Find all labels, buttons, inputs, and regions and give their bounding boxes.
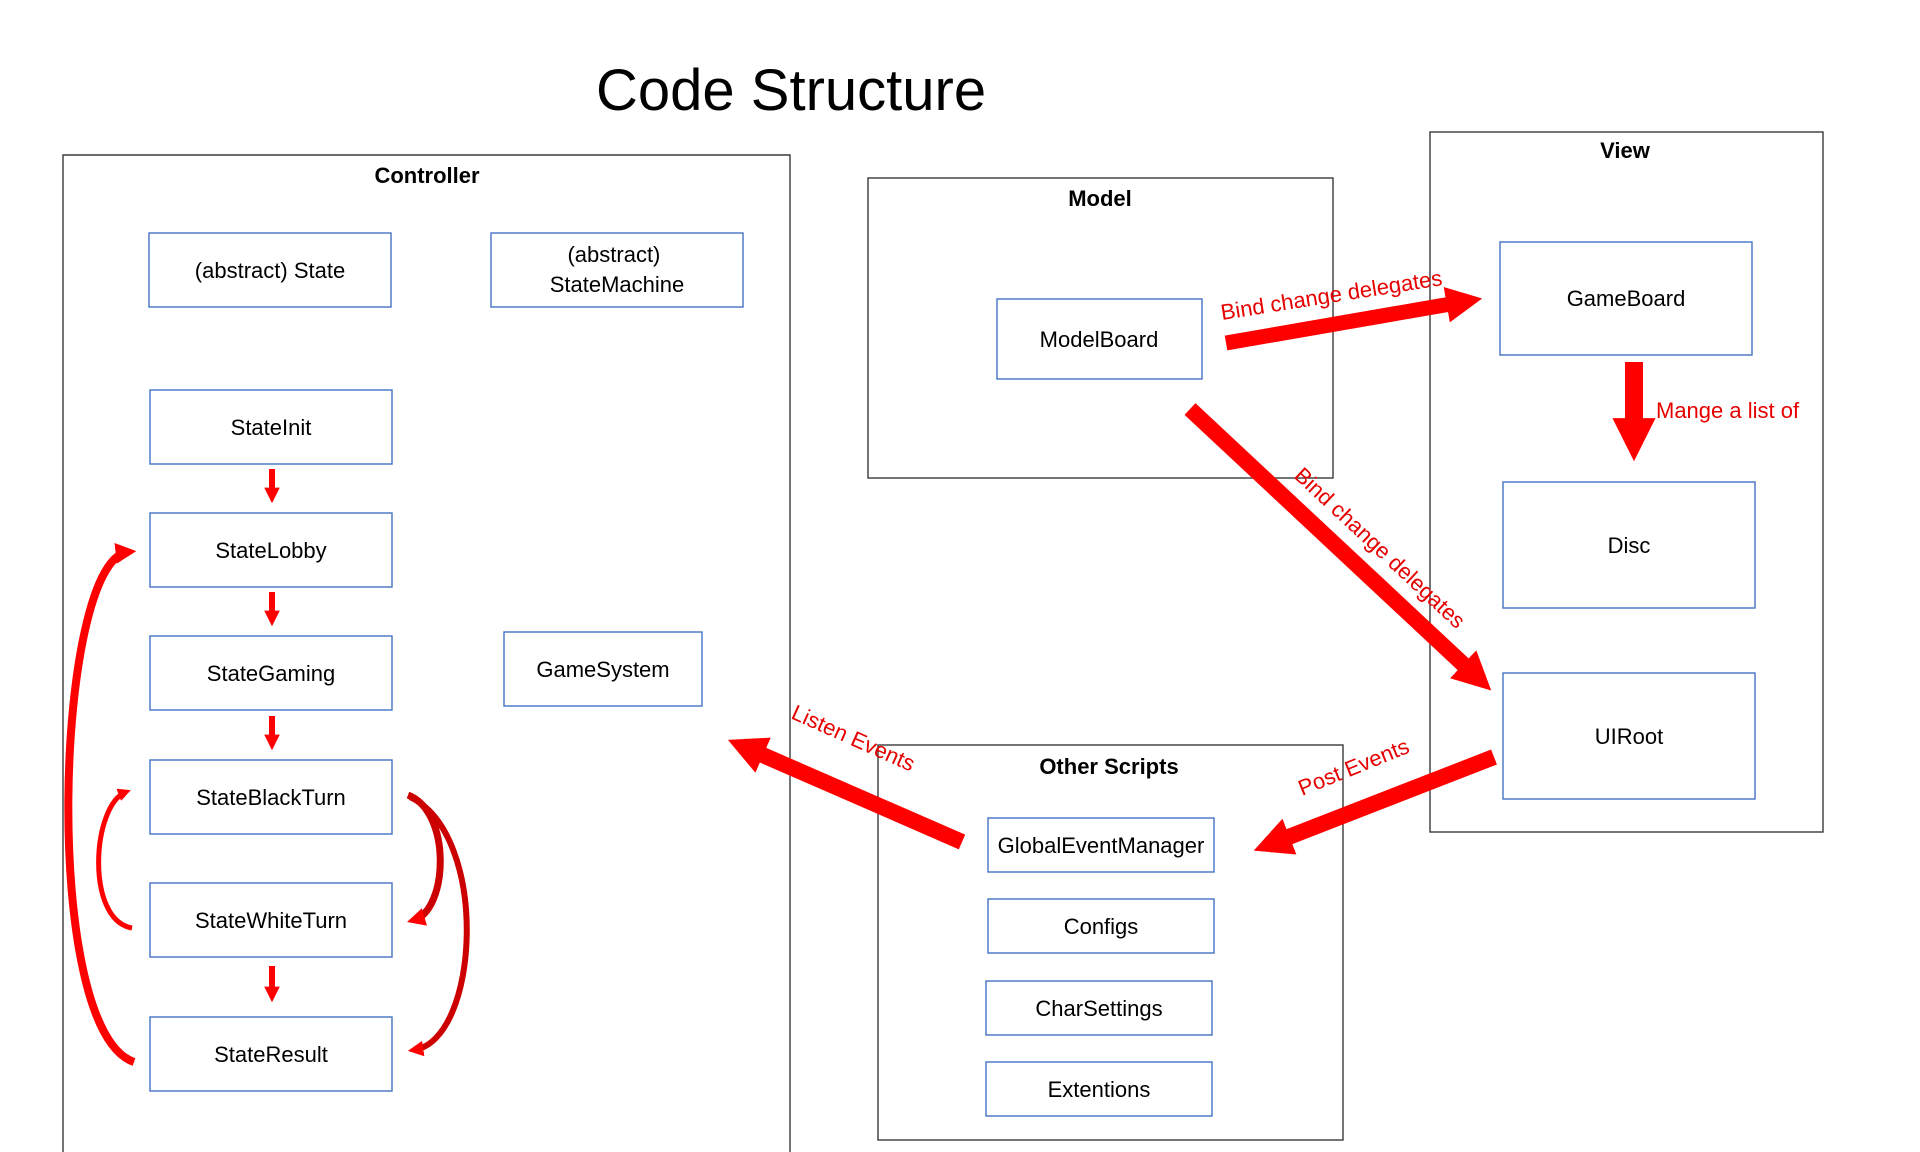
node-extentions-label: Extentions [1048,1077,1151,1102]
svg-text:CharSettings: CharSettings [1035,996,1162,1021]
node-char-settings: CharSettings [985,980,1213,1036]
node-abstract-state: (abstract) State [148,232,392,308]
model-group-label: Model [1068,186,1132,211]
arrow-uiroot-to-globaleventmanager [1253,749,1497,855]
node-state-gaming-label: StateGaming [207,661,335,686]
svg-text:GlobalEventManager: GlobalEventManager [998,833,1205,858]
node-state-white-turn-label: StateWhiteTurn [195,908,347,933]
svg-text:StateWhiteTurn: StateWhiteTurn [195,908,347,933]
node-state-lobby: StateLobby [149,512,393,588]
node-model-board-label: ModelBoard [1040,327,1159,352]
node-configs-label: Configs [1064,914,1139,939]
node-abstract-state-machine: (abstract) StateMachine [490,232,744,308]
node-game-system: GameSystem [503,631,703,707]
svg-text:StateLobby: StateLobby [215,538,326,563]
node-global-event-manager-label: GlobalEventManager [998,833,1205,858]
node-state-result: StateResult [149,1016,393,1092]
edge-label-mange-a-list-of: Mange a list of [1656,398,1800,423]
node-state-init: StateInit [149,389,393,465]
svg-text:StateBlackTurn: StateBlackTurn [196,785,346,810]
view-group: View [1429,131,1824,833]
edge-label-listen-events: Listen Events [788,700,919,777]
node-char-settings-label: CharSettings [1035,996,1162,1021]
node-global-event-manager: GlobalEventManager [987,817,1215,873]
svg-text:(abstract) StateMachine: (abstract) StateMachine [550,242,685,297]
node-disc-label: Disc [1608,533,1651,558]
node-ui-root: UIRoot [1502,672,1756,800]
other-scripts-group: Other Scripts [877,744,1344,1141]
svg-text:GameSystem: GameSystem [536,657,669,682]
node-game-board-label: GameBoard [1567,286,1686,311]
node-state-gaming: StateGaming [149,635,393,711]
node-state-black-turn: StateBlackTurn [149,759,393,835]
node-abstract-state-machine-label-1: (abstract) [567,242,660,267]
node-disc: Disc [1502,481,1756,609]
svg-text:ModelBoard: ModelBoard [1040,327,1159,352]
svg-text:Disc: Disc [1608,533,1651,558]
arrow-result-to-lobby [64,543,137,1066]
edge-label-bind-change-delegates-ui: Bind change delegates [1290,462,1471,633]
svg-text:Configs: Configs [1064,914,1139,939]
other-scripts-group-label: Other Scripts [1039,754,1178,779]
svg-text:(abstract) State: (abstract) State [195,258,345,283]
arrow-white-to-black-turn [96,788,133,931]
node-state-init-label: StateInit [231,415,312,440]
node-game-system-label: GameSystem [536,657,669,682]
node-state-white-turn: StateWhiteTurn [149,882,393,958]
svg-text:StateInit: StateInit [231,415,312,440]
node-model-board: ModelBoard [996,298,1203,380]
node-abstract-state-label: (abstract) State [195,258,345,283]
arrow-modelboard-to-gameboard [1224,286,1483,351]
controller-group: Controller [62,154,791,1152]
svg-text:GameBoard: GameBoard [1567,286,1686,311]
svg-text:Extentions: Extentions [1048,1077,1151,1102]
arrow-modelboard-to-uiroot [1184,403,1492,691]
svg-text:StateResult: StateResult [214,1042,328,1067]
node-state-lobby-label: StateLobby [215,538,326,563]
node-configs: Configs [987,898,1215,954]
svg-text:UIRoot: UIRoot [1595,724,1663,749]
node-game-board: GameBoard [1499,241,1753,356]
node-state-black-turn-label: StateBlackTurn [196,785,346,810]
controller-group-label: Controller [374,163,480,188]
arrow-globaleventmanager-to-gamesystem [727,737,966,850]
node-ui-root-label: UIRoot [1595,724,1663,749]
view-group-label: View [1600,138,1651,163]
svg-text:StateGaming: StateGaming [207,661,335,686]
node-extentions: Extentions [985,1061,1213,1117]
node-abstract-state-machine-label-2: StateMachine [550,272,685,297]
arrow-black-turn-to-result [407,794,470,1057]
page-title: Code Structure [596,58,986,123]
node-state-result-label: StateResult [214,1042,328,1067]
